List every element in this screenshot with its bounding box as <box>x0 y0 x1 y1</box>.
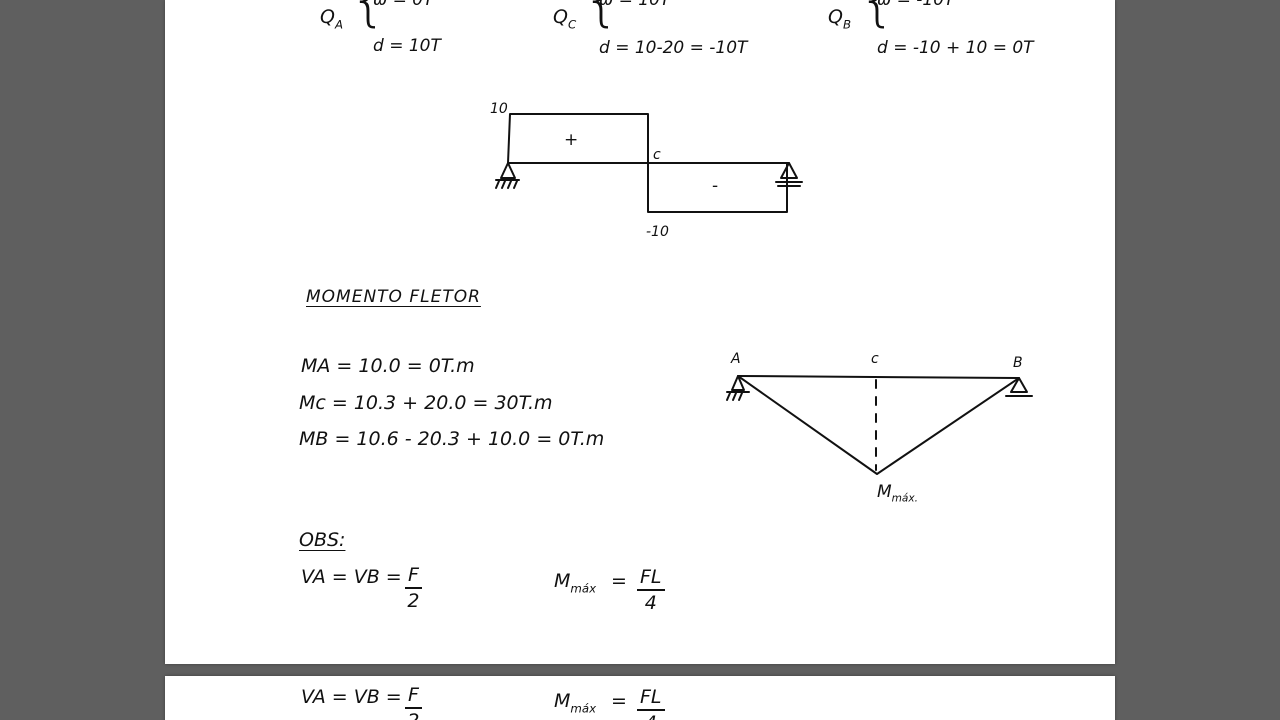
moment-label-b: B <box>1013 355 1023 371</box>
moment-eq-a: MA = 10.0 = 0T.m <box>301 355 475 377</box>
mmax-label: Mmáx. <box>877 482 918 505</box>
mmax-formula-lhs: Mmáx <box>554 690 597 716</box>
positive-sign: + <box>564 130 579 150</box>
moment-baseline <box>737 375 1020 379</box>
document-page-1: QA { ω = 0T d = 10T QC { ω = 10T d = 10-… <box>165 0 1115 664</box>
moment-curve <box>737 375 1020 475</box>
document-page-2: VA = VB = F 2 Mmáx = FL 4 <box>165 676 1115 720</box>
shear-bottom-value: -10 <box>646 224 669 240</box>
mmax-fraction: FL 4 <box>637 568 665 613</box>
reactions-lhs: VA = VB = <box>301 686 402 708</box>
moment-eq-b: MB = 10.6 - 20.3 + 10.0 = 0T.m <box>299 428 605 450</box>
shear-top-value: 10 <box>490 101 508 117</box>
mmax-fraction: FL 4 <box>637 688 665 720</box>
pin-support-icon <box>726 375 750 401</box>
moment-label-a: A <box>731 351 741 367</box>
moment-eq-c: Mc = 10.3 + 20.0 = 30T.m <box>299 392 553 414</box>
roller-support-icon <box>1005 377 1033 397</box>
brace: { <box>859 0 896 28</box>
roller-support-icon <box>775 162 803 187</box>
shear-positive-block <box>507 113 649 164</box>
shear-negative-block <box>647 162 788 213</box>
pin-support-icon <box>495 162 520 189</box>
shear-point-c: c <box>653 147 661 163</box>
mmax-formula-lhs: Mmáx <box>554 570 597 596</box>
obs-heading: OBS: <box>299 529 346 551</box>
reactions-lhs: VA = VB = <box>301 566 402 588</box>
negative-sign: - <box>712 176 719 196</box>
reactions-fraction: F 2 <box>405 566 422 611</box>
brace: { <box>583 0 620 28</box>
bending-moment-diagram <box>726 375 1033 475</box>
reactions-fraction: F 2 <box>405 686 422 720</box>
moment-label-c: c <box>871 351 879 367</box>
shear-force-diagram <box>495 113 803 213</box>
moment-heading: MOMENTO FLETOR <box>306 287 481 307</box>
brace: { <box>350 0 387 28</box>
